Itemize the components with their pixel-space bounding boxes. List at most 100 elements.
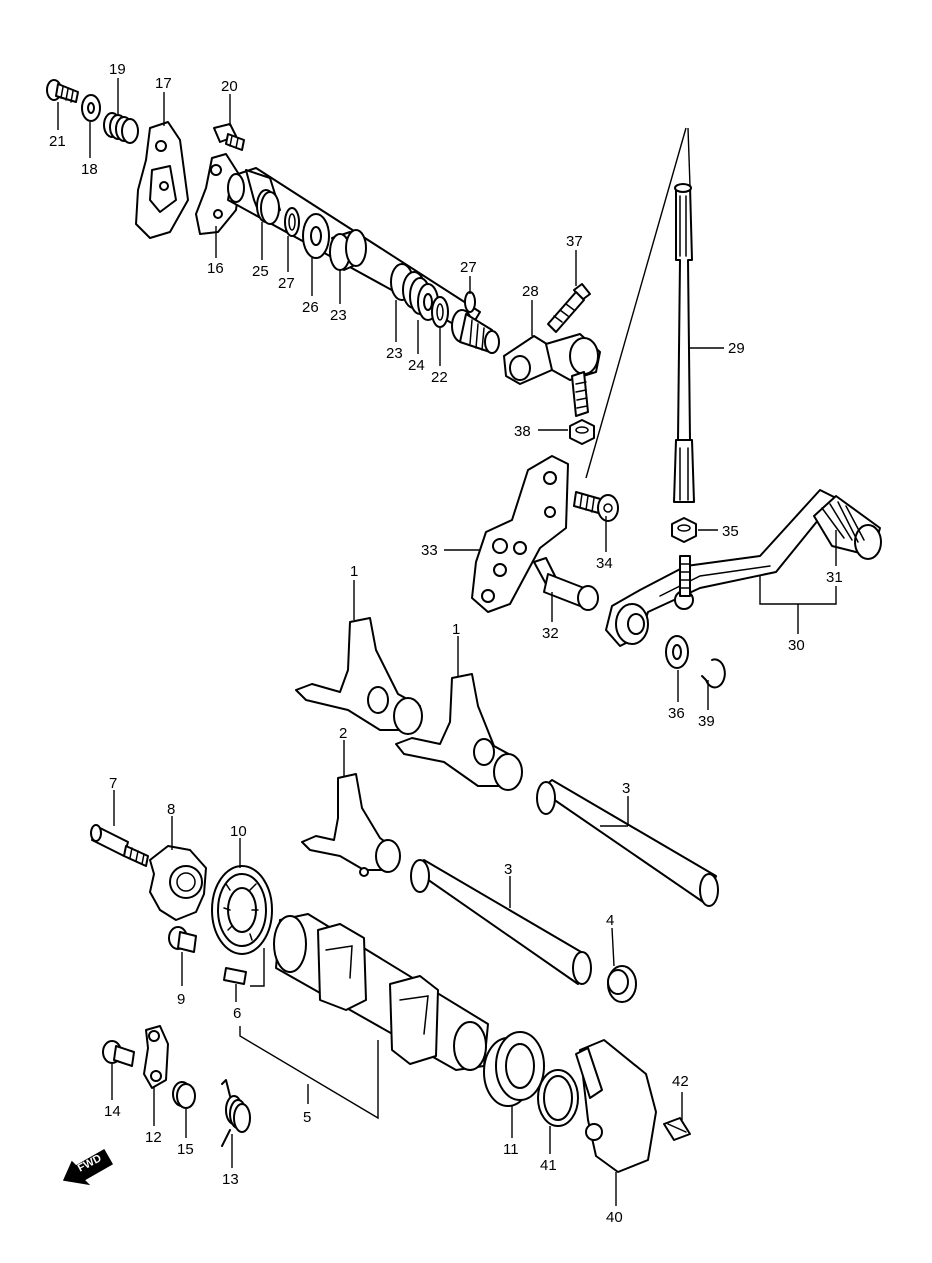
part-2-shift-fork (301, 773, 401, 877)
part-42-screw (663, 1117, 691, 1141)
callout-29: 29 (728, 340, 745, 357)
shift-shaft-assembly (46, 79, 500, 354)
part-21-screw (46, 79, 79, 103)
part-1-shift-fork-a (295, 617, 423, 735)
callout-25: 25 (252, 263, 269, 280)
part-40-switch-housing (575, 1039, 657, 1173)
part-36-washer (665, 635, 689, 669)
callout-31: 31 (826, 569, 843, 586)
callout-1: 1 (350, 563, 358, 580)
callout-3: 3 (504, 861, 512, 878)
callout-14: 14 (104, 1103, 121, 1120)
callout-39: 39 (698, 713, 715, 730)
part-28-lever-joint (503, 333, 601, 417)
part-11-needle-bearing (483, 1031, 545, 1107)
part-31-pedal-rubber (813, 495, 882, 560)
callout-3: 3 (622, 780, 630, 797)
callout-15: 15 (177, 1141, 194, 1158)
part-12-stopper-arm (143, 1025, 169, 1089)
part-41-o-ring (537, 1069, 579, 1127)
part-4-plug (607, 965, 637, 1003)
part-39-snap-ring (701, 658, 726, 689)
callout-36: 36 (668, 705, 685, 722)
callout-19: 19 (109, 61, 126, 78)
callout-23: 23 (386, 345, 403, 362)
callout-10: 10 (230, 823, 247, 840)
callout-35: 35 (722, 523, 739, 540)
callout-38: 38 (514, 423, 531, 440)
callout-17: 17 (155, 75, 172, 92)
part-37-bolt (547, 283, 591, 333)
callout-18: 18 (81, 161, 98, 178)
part-29-shift-rod (673, 183, 695, 503)
part-3-fork-shaft-a (536, 779, 719, 907)
callout-26: 26 (302, 299, 319, 316)
part-14-bolt (102, 1040, 135, 1067)
part-27-circlip-a (284, 207, 300, 237)
callout-27: 27 (278, 275, 295, 292)
part-5-shift-drum (273, 913, 489, 1071)
callout-9: 9 (177, 991, 185, 1008)
shift-drum-assembly (90, 824, 691, 1173)
callout-41: 41 (540, 1157, 557, 1174)
part-32-pivot-bolt (533, 557, 599, 611)
callout-21: 21 (49, 133, 66, 150)
part-22-circlip (431, 296, 449, 328)
callout-4: 4 (606, 912, 614, 929)
callout-1: 1 (452, 621, 460, 638)
callout-42: 42 (672, 1073, 689, 1090)
callout-27: 27 (460, 259, 477, 276)
part-23-bushing-a (329, 229, 367, 271)
callout-33: 33 (421, 542, 438, 559)
part-1-shift-fork-b (395, 673, 523, 791)
part-15-collar (172, 1081, 196, 1109)
part-27-circlip-b (464, 291, 476, 313)
part-8-cam-plate (149, 845, 207, 921)
callout-7: 7 (109, 775, 117, 792)
callout-2: 2 (339, 725, 347, 742)
part-17-stopper-plate (135, 121, 189, 239)
shaft-spline-end (451, 309, 500, 354)
part-13-spring (221, 1079, 251, 1147)
callout-37: 37 (566, 233, 583, 250)
linkage-assembly (471, 183, 882, 689)
shift-forks (295, 617, 523, 877)
part-26-washer (302, 213, 330, 259)
part-16-shift-arm (195, 153, 241, 235)
callout-22: 22 (431, 369, 448, 386)
part-19-spring (103, 112, 139, 144)
fork-shafts (410, 779, 719, 1003)
fwd-arrow: FWD (62, 1148, 114, 1186)
part-18-washer (81, 94, 101, 122)
callout-28: 28 (522, 283, 539, 300)
callout-30: 30 (788, 637, 805, 654)
callout-40: 40 (606, 1209, 623, 1226)
callout-32: 32 (542, 625, 559, 642)
part-20-bolt (213, 123, 245, 151)
lower-small-parts (102, 1025, 251, 1147)
callout-23: 23 (330, 307, 347, 324)
part-35-nut (671, 517, 697, 543)
callout-16: 16 (207, 260, 224, 277)
part-9-bolt (168, 926, 197, 953)
callout-34: 34 (596, 555, 613, 572)
part-7-pin (90, 824, 149, 867)
callout-20: 20 (221, 78, 238, 95)
part-25-collar (256, 189, 280, 225)
part-6-dowel-pin (223, 967, 247, 985)
part-3-fork-shaft-b (410, 859, 592, 985)
callout-8: 8 (167, 801, 175, 818)
leader-lines (57, 78, 837, 1206)
callout-labels: 1 1 2 3 3 4 5 6 7 8 9 10 11 12 13 14 15 … (49, 61, 843, 1226)
part-38-nut (569, 419, 595, 445)
callout-11: 11 (503, 1141, 519, 1158)
part-34-bolt (573, 491, 619, 522)
callout-12: 12 (145, 1129, 162, 1146)
callout-13: 13 (222, 1171, 239, 1188)
callout-6: 6 (233, 1005, 241, 1022)
part-30-shift-pedal (605, 489, 837, 647)
part-10-bearing (211, 865, 273, 955)
part-33-bracket (471, 455, 569, 613)
callout-5: 5 (303, 1109, 311, 1126)
